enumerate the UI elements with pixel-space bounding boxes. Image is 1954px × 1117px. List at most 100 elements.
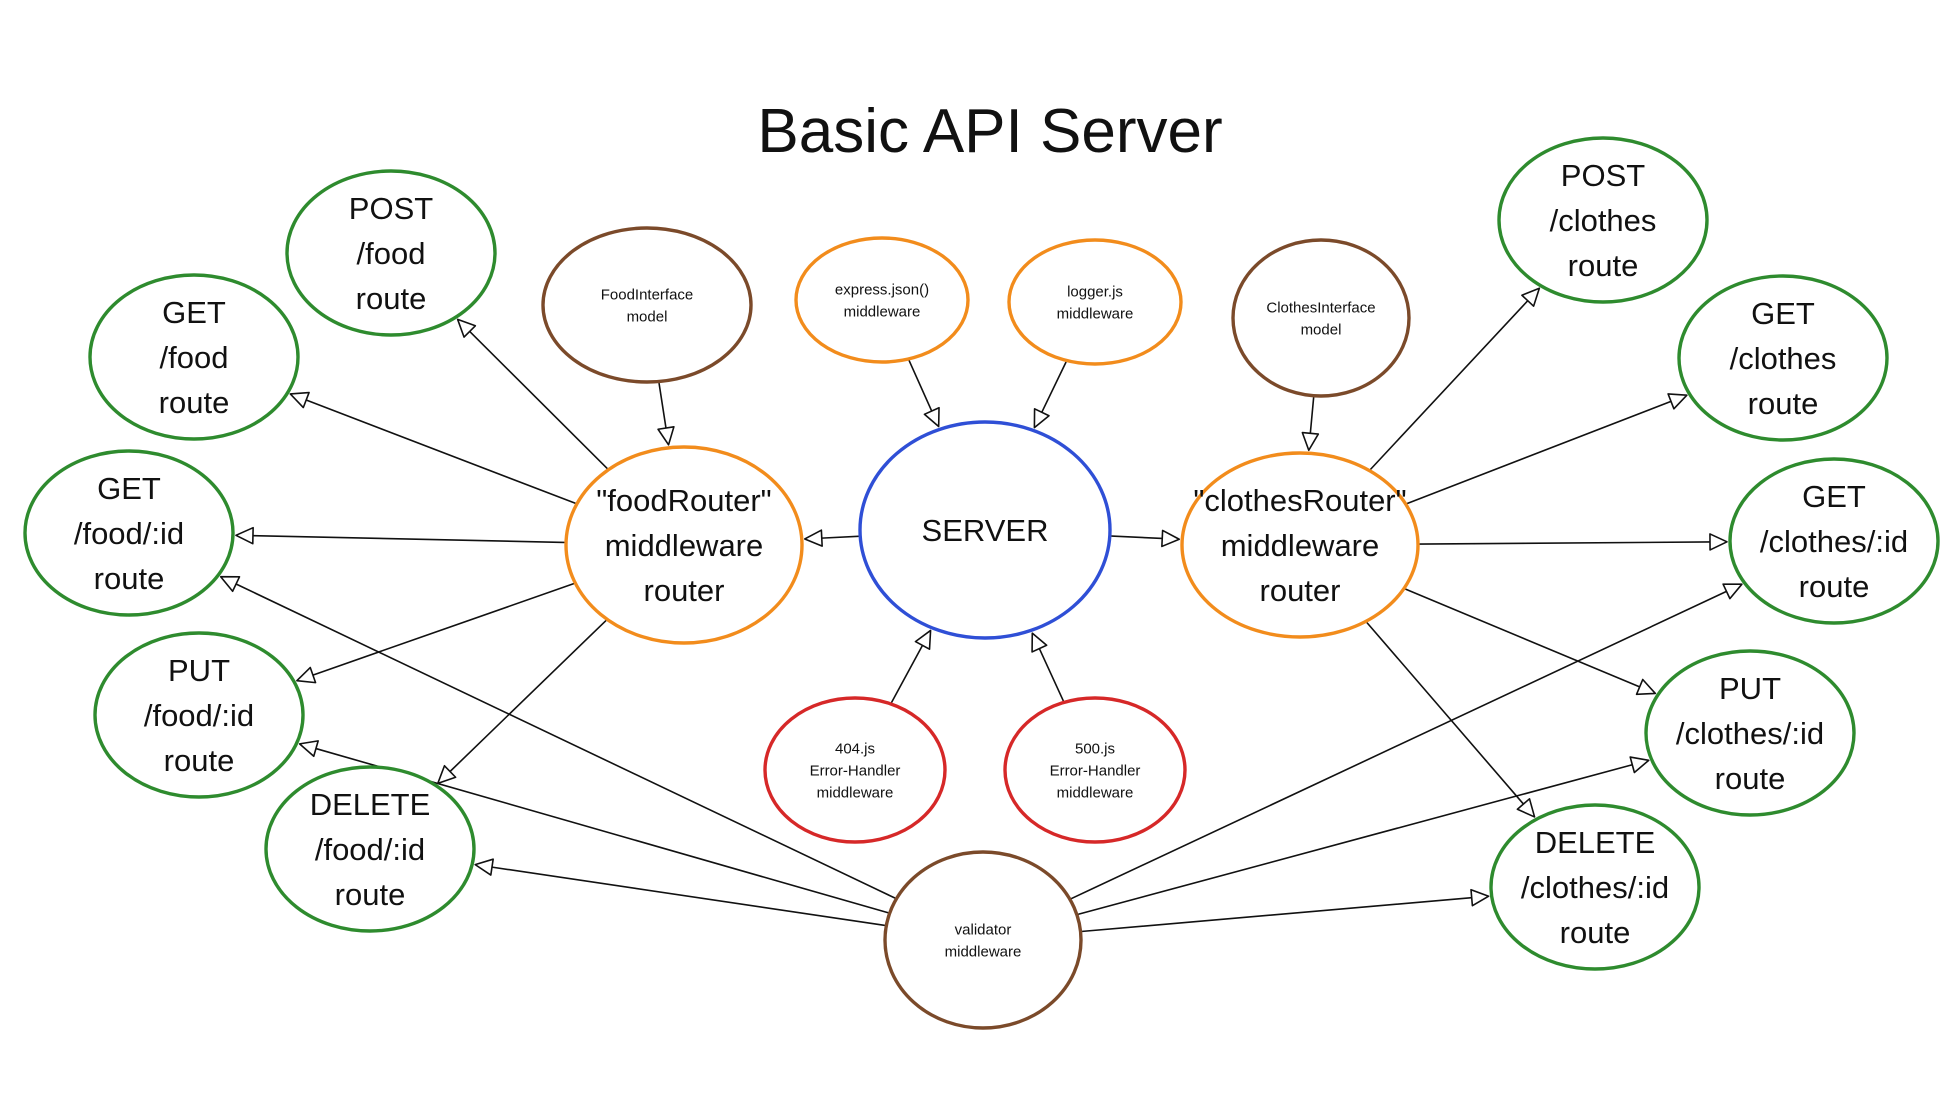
node-label-line: middleware xyxy=(844,303,921,320)
edge-line xyxy=(235,583,896,899)
edge-line xyxy=(1040,361,1067,414)
edge-clothes-interface-to-clothes-router xyxy=(1301,396,1320,452)
node-label-line: POST xyxy=(1561,158,1645,193)
node-label-line: /clothes/:id xyxy=(1521,870,1669,905)
node-express-json: express.json() middleware xyxy=(794,236,970,364)
edge-line xyxy=(1406,400,1672,505)
node-label-line: route xyxy=(1715,761,1786,796)
node-label-line: /food xyxy=(160,340,229,375)
node-label-line: POST xyxy=(349,191,433,226)
arrow-head-icon xyxy=(1722,583,1743,600)
edge-line xyxy=(658,382,667,429)
node-label-line: /clothes xyxy=(1730,341,1837,376)
edge-food-router-to-food-put xyxy=(296,582,575,684)
node-label-line: "clothesRouter" xyxy=(1193,483,1406,518)
node-label-line: route xyxy=(1568,248,1639,283)
node-label-line: route xyxy=(1748,386,1819,421)
node-label-line: middleware xyxy=(605,528,764,563)
edge-logger-to-server xyxy=(1033,361,1067,429)
node-model-circle xyxy=(1231,238,1411,398)
arrow-head-icon xyxy=(1635,678,1657,696)
node-clothes-delete: DELETE/clothes/:id route xyxy=(1489,803,1701,971)
edge-server-to-food-router xyxy=(803,529,860,547)
arrow-head-icon xyxy=(657,426,675,446)
node-validator-circle xyxy=(883,850,1083,1030)
node-error-circle xyxy=(763,696,947,844)
arrow-head-icon xyxy=(1521,287,1541,307)
arrow-head-icon xyxy=(235,526,254,545)
node-error-circle xyxy=(1003,696,1187,844)
node-label-line: GET xyxy=(1802,479,1866,514)
node-model-circle xyxy=(541,226,753,384)
node-label-line: middleware xyxy=(1057,305,1134,322)
node-route-circle xyxy=(264,765,476,933)
node-label-line: route xyxy=(1560,915,1631,950)
edge-line xyxy=(908,360,933,412)
node-label-line: middleware xyxy=(945,943,1022,960)
node-route-circle xyxy=(1728,457,1940,625)
edge-line xyxy=(1111,535,1164,540)
edge-line xyxy=(468,330,608,470)
edge-line xyxy=(890,644,924,703)
arrow-head-icon xyxy=(1031,632,1048,653)
edge-line xyxy=(305,399,576,504)
edge-line xyxy=(1405,588,1641,688)
node-label-line: /clothes/:id xyxy=(1676,716,1824,751)
edge-validator-to-food-get-id xyxy=(219,575,896,899)
node-route-circle xyxy=(23,449,235,617)
node-label-line: /food/:id xyxy=(74,516,184,551)
arrow-head-icon xyxy=(1033,408,1050,429)
node-label-line: /clothes/:id xyxy=(1760,524,1908,559)
edge-line xyxy=(252,534,565,544)
edge-line xyxy=(491,866,886,927)
node-route-circle xyxy=(1677,274,1889,442)
node-middleware-circle xyxy=(1180,451,1420,639)
arrow-head-icon xyxy=(456,318,477,338)
edge-line xyxy=(449,619,607,773)
node-route-circle xyxy=(88,273,300,441)
node-label-line: 404.js xyxy=(835,740,875,757)
arrow-head-icon xyxy=(1516,798,1536,818)
node-server-circle xyxy=(858,420,1112,640)
node-label-line: FoodInterface xyxy=(601,286,694,303)
edge-validator-to-food-delete xyxy=(474,858,886,927)
arrow-head-icon xyxy=(437,764,457,785)
edge-validator-to-clothes-delete xyxy=(1081,888,1490,933)
edge-validator-to-clothes-put xyxy=(1077,756,1650,915)
node-label-line: DELETE xyxy=(1535,825,1656,860)
node-food-get: GET/food route xyxy=(88,273,300,441)
edge-line xyxy=(1038,647,1064,702)
arrow-head-icon xyxy=(1629,756,1650,774)
node-label-line: logger.js xyxy=(1067,283,1123,300)
node-label-line: DELETE xyxy=(310,787,431,822)
node-label-line: validator xyxy=(955,921,1012,938)
node-label-line: Error-Handler xyxy=(810,762,901,779)
edge-food-router-to-food-post xyxy=(456,318,608,470)
node-label-line: route xyxy=(159,385,230,420)
node-label-line: Error-Handler xyxy=(1050,762,1141,779)
edge-line xyxy=(1369,299,1529,470)
edge-line xyxy=(312,582,575,676)
node-label-line: express.json() xyxy=(835,281,929,298)
node-label-line: model xyxy=(1301,321,1342,338)
arrow-head-icon xyxy=(1667,393,1688,410)
edge-server-to-clothes-router xyxy=(1111,529,1181,548)
arrow-head-icon xyxy=(474,858,494,876)
node-server: SERVER xyxy=(858,420,1112,640)
node-label-line: GET xyxy=(162,295,226,330)
node-label-line: route xyxy=(94,561,165,596)
edge-clothes-router-to-clothes-post xyxy=(1369,287,1541,470)
node-label-line: router xyxy=(1260,573,1341,608)
edge-line xyxy=(820,535,860,539)
